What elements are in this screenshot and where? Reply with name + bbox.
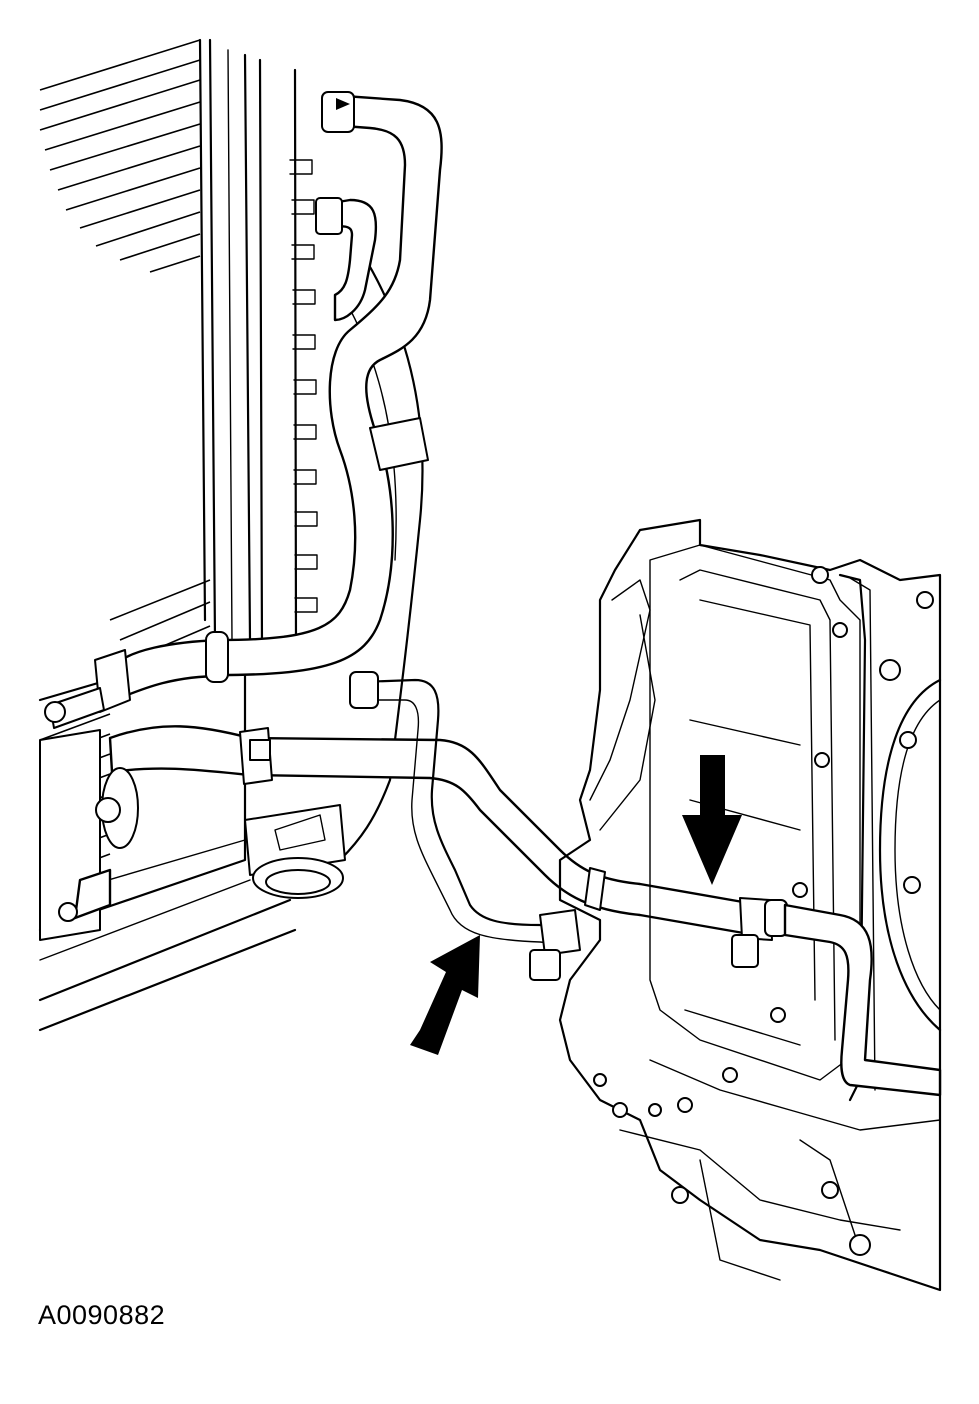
- radiator-drain-neck: [244, 804, 346, 899]
- lower-housing-bolt-5: [593, 1073, 607, 1087]
- bell-housing-bolt-3: [903, 876, 921, 894]
- upper-hose-clamp-tab: [336, 98, 350, 110]
- lower-left-bracket: [39, 729, 139, 941]
- bypass-hose: [318, 198, 378, 322]
- cooler-hose-clamp-left-tab: [249, 739, 271, 761]
- lower-housing-bolt-2: [821, 1181, 839, 1199]
- flange-bolt-7: [677, 1097, 693, 1113]
- flange-bolt-5: [770, 1007, 786, 1023]
- bell-housing-bolt-4: [916, 591, 934, 609]
- cooler-hose-boot: [584, 867, 606, 911]
- flange-bolt-1: [811, 566, 829, 584]
- lower-housing-bolt-3: [849, 1234, 871, 1256]
- steel-line-hose-end: [539, 909, 581, 956]
- figure-id-label: A0090882: [38, 1300, 166, 1330]
- flange-bolt-3: [814, 752, 830, 768]
- bell-housing-bolt-1: [879, 659, 901, 681]
- steel-line-fitting-top: [349, 671, 379, 709]
- callout-arrow-down: [682, 755, 742, 885]
- lower-housing-bolt-4: [612, 1102, 628, 1118]
- flange-bolt-2: [832, 622, 848, 638]
- cooler-steel-line-inner: [359, 699, 561, 945]
- upper-radiator-hose: [218, 93, 443, 677]
- cooler-clamp-right-tab: [731, 934, 759, 968]
- steel-line-clamp-tab: [529, 949, 561, 981]
- radiator-frame: [38, 38, 424, 1032]
- bell-housing-bolt-2: [899, 731, 917, 749]
- bypass-hose-clamp: [315, 197, 343, 235]
- lower-left-hose-coupler: [205, 631, 229, 683]
- cooler-steel-line: [358, 678, 562, 930]
- radiator-core-hatching: [39, 39, 201, 273]
- flange-bolt-8: [648, 1103, 662, 1117]
- cooler-fitting-right: [764, 899, 788, 937]
- cooler-line-to-fitting: [783, 903, 942, 1097]
- left-fitting-nut: [44, 701, 66, 723]
- flange-bolt-6: [722, 1067, 738, 1083]
- transmission-case: [558, 518, 942, 1292]
- flange-bolt-4: [792, 882, 808, 898]
- callout-arrow-up-right: [410, 935, 480, 1055]
- upper-hose-clamp: [321, 91, 355, 133]
- lower-housing-bolt-1: [671, 1186, 689, 1204]
- hose-band-clamp: [369, 417, 429, 471]
- bracket-bolt: [95, 797, 121, 823]
